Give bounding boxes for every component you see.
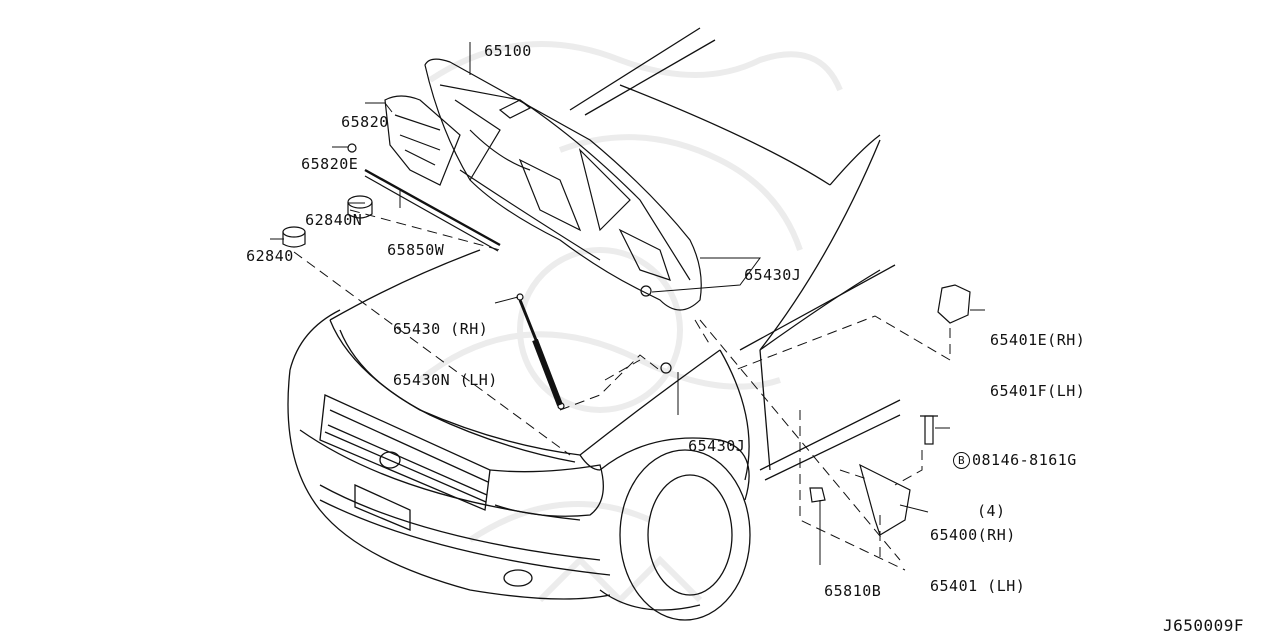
leader-lines	[270, 42, 985, 571]
callout-08146-label: 08146-8161G	[972, 451, 1077, 469]
callout-65401e[interactable]: 65401E(RH) 65401F(LH)	[990, 298, 1085, 434]
callout-65810b[interactable]: 65810B	[786, 566, 881, 617]
callout-65401-lh-label: 65401 (LH)	[930, 577, 1026, 595]
callout-65820-label: 65820	[341, 113, 389, 131]
watermark-emblem	[418, 41, 843, 605]
callout-65400-rh-label: 65400(RH)	[930, 526, 1016, 544]
callout-65100-label: 65100	[484, 42, 532, 60]
callout-62840n-label: 62840N	[305, 211, 363, 229]
hood-panel	[282, 58, 971, 536]
callout-65820[interactable]: 65820	[303, 97, 389, 148]
callout-65810b-label: 65810B	[824, 582, 882, 600]
callout-65430n-lh-label: 65430N (LH)	[393, 371, 498, 389]
callout-65401f-lh-label: 65401F(LH)	[990, 382, 1086, 400]
callout-65401e-rh-label: 65401E(RH)	[990, 331, 1086, 349]
callout-65430-rh-label: 65430 (RH)	[393, 320, 489, 338]
callout-65430[interactable]: 65430 (RH) 65430N (LH)	[393, 287, 498, 423]
bolt-symbol-icon: B	[953, 452, 970, 469]
callout-65820e-label: 65820E	[301, 155, 359, 173]
callout-62840n[interactable]: 62840N	[267, 195, 362, 246]
callout-65850w-label: 65850W	[387, 241, 445, 259]
callout-65400[interactable]: 65400(RH) 65401 (LH)	[930, 493, 1025, 629]
callout-65430j-bottom-label: 65430J	[688, 437, 746, 455]
callout-62840[interactable]: 62840	[208, 231, 294, 282]
callout-65100[interactable]: 65100	[446, 26, 532, 77]
callout-62840-label: 62840	[246, 247, 294, 265]
callout-65430j-top[interactable]: 65430J	[706, 250, 801, 301]
drawing-id: J650009F	[1163, 616, 1245, 635]
callout-65820e[interactable]: 65820E	[263, 139, 358, 190]
callout-65430j-top-label: 65430J	[744, 266, 802, 284]
callout-08146-qty: (4)	[977, 502, 1006, 520]
callout-65430j-bottom[interactable]: 65430J	[650, 421, 745, 472]
car-body	[287, 27, 901, 621]
callout-65850w[interactable]: 65850W	[349, 225, 444, 276]
